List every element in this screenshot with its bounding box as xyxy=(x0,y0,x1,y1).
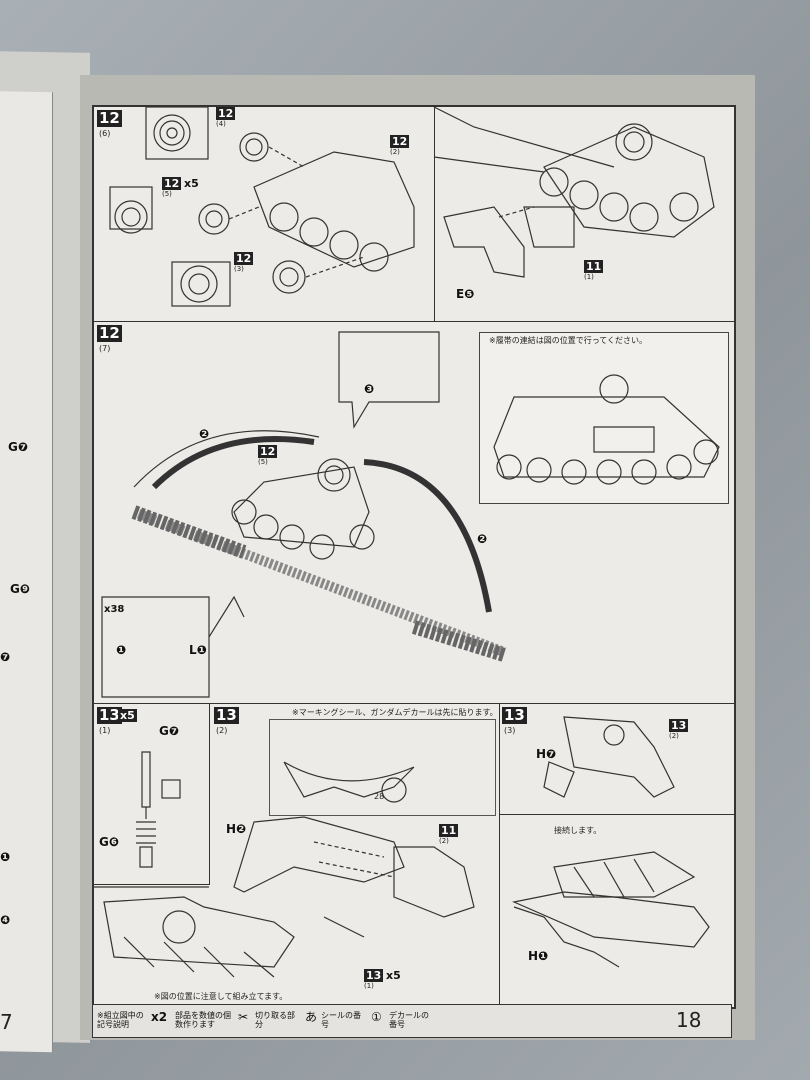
order-1: ❶ xyxy=(116,643,127,657)
symbol-legend: ※組立図中の記号説明 x2 部品を数値の個数作ります ✂ 切り取る部分 あ シー… xyxy=(92,1004,732,1038)
left-label-g9: G❾ xyxy=(10,582,31,596)
instruction-frame: 12 (6) 12 (7) 13 x5 (1) 13 (2) 13 (3) 12… xyxy=(92,105,736,1009)
part-label-h1: H❶ xyxy=(528,949,549,963)
line-art xyxy=(94,107,720,978)
step-13-1-mult: x5 xyxy=(118,709,137,722)
part-label-e5: E❺ xyxy=(456,287,475,301)
order-2b: ❷ xyxy=(477,532,488,546)
ref-12-3: 12 xyxy=(234,252,254,265)
legend-sym-3: あ xyxy=(305,1010,318,1024)
legend-text-3: シールの番号 xyxy=(321,1011,361,1029)
decal-28: 28 xyxy=(374,792,385,801)
ref-13-1-mult: x5 xyxy=(386,969,401,982)
step-13-3-number: 13 xyxy=(502,706,527,724)
step-13-1-number: 13 xyxy=(97,706,122,724)
panel-step-13-2 xyxy=(209,704,500,1004)
step-12-6-number: 12 xyxy=(97,109,122,127)
ref-11-2-sub: (2) xyxy=(439,837,449,845)
step-12-6-sub: (6) xyxy=(99,129,111,138)
note-caution: ※図の位置に注意して組み立てます。 xyxy=(154,992,288,1001)
wheel-detail-box xyxy=(145,107,209,160)
step-12-7-sub: (7) xyxy=(99,344,111,353)
part-label-h2: H❷ xyxy=(226,822,247,836)
order-3: ❸ xyxy=(364,382,375,396)
panel-step-13-1 xyxy=(94,704,210,885)
ref-13-2-sub: (2) xyxy=(669,732,679,740)
left-page-number: 7 xyxy=(0,1010,13,1034)
legend-text-1: 部品を数値の個数作ります xyxy=(175,1011,231,1029)
note-track: ※履帯の連結は図の位置で行ってください。 xyxy=(489,336,648,345)
ref-12-5-mult: x5 xyxy=(184,177,199,190)
step-13-1-sub: (1) xyxy=(99,726,111,735)
ref-12-5-sub: (5) xyxy=(162,190,172,198)
ref-12-5: 12 xyxy=(162,177,182,190)
step-13-2-sub: (2) xyxy=(216,726,228,735)
ref-13-1-sub: (1) xyxy=(364,982,374,990)
ref-12-2: 12 xyxy=(390,135,410,148)
part-label-l1: L❶ xyxy=(189,643,207,657)
ref-11-1-sub: (1) xyxy=(584,273,594,281)
ref-12-5b: 12 xyxy=(258,445,278,458)
part-label-g6: G❻ xyxy=(99,835,120,849)
panel-step-12-6 xyxy=(94,107,734,322)
left-label-4: ❹ xyxy=(0,913,11,927)
legend-title: ※組立図中の記号説明 xyxy=(97,1011,144,1029)
ref-12-3-sub: (3) xyxy=(234,265,244,273)
ref-12-4: 12 xyxy=(216,107,236,120)
panel-step-13-3 xyxy=(499,704,734,815)
note-marking: ※マーキングシール、ガンダムデカールは先に貼ります。 xyxy=(292,708,498,717)
count-x38: x38 xyxy=(104,604,125,615)
left-label-g7: G❼ xyxy=(8,440,29,454)
panel-step-12-7 xyxy=(94,322,734,704)
order-2a: ❷ xyxy=(199,427,210,441)
part-label-g7: G❼ xyxy=(159,724,180,738)
legend-sym-4: ① xyxy=(371,1010,382,1024)
right-page-number: 18 xyxy=(676,1008,702,1032)
part-label-h7: H❼ xyxy=(536,747,557,761)
ref-12-2-sub: (2) xyxy=(390,148,400,156)
scissors-icon: ✂ xyxy=(238,1010,249,1024)
ref-12-5b-sub: (5) xyxy=(258,458,268,466)
legend-text-4: デカールの番号 xyxy=(389,1011,429,1029)
left-page xyxy=(0,51,90,1053)
marking-box xyxy=(269,719,496,816)
ref-11-1: 11 xyxy=(584,260,604,273)
note-connect: 接続します。 xyxy=(554,826,602,835)
left-label-7: ❼ xyxy=(0,650,11,664)
ref-13-1: 13 xyxy=(364,969,384,982)
ref-13-2: 13 xyxy=(669,719,689,732)
left-label-1: ❶ xyxy=(0,850,11,864)
ref-11-2: 11 xyxy=(439,824,459,837)
legend-sym-1: x2 xyxy=(151,1010,168,1024)
step-13-2-number: 13 xyxy=(214,706,239,724)
ref-12-4-sub: (4) xyxy=(216,120,226,128)
step-12-7-number: 12 xyxy=(97,324,122,342)
legend-text-2: 切り取る部分 xyxy=(255,1011,295,1029)
step-13-3-sub: (3) xyxy=(504,726,516,735)
